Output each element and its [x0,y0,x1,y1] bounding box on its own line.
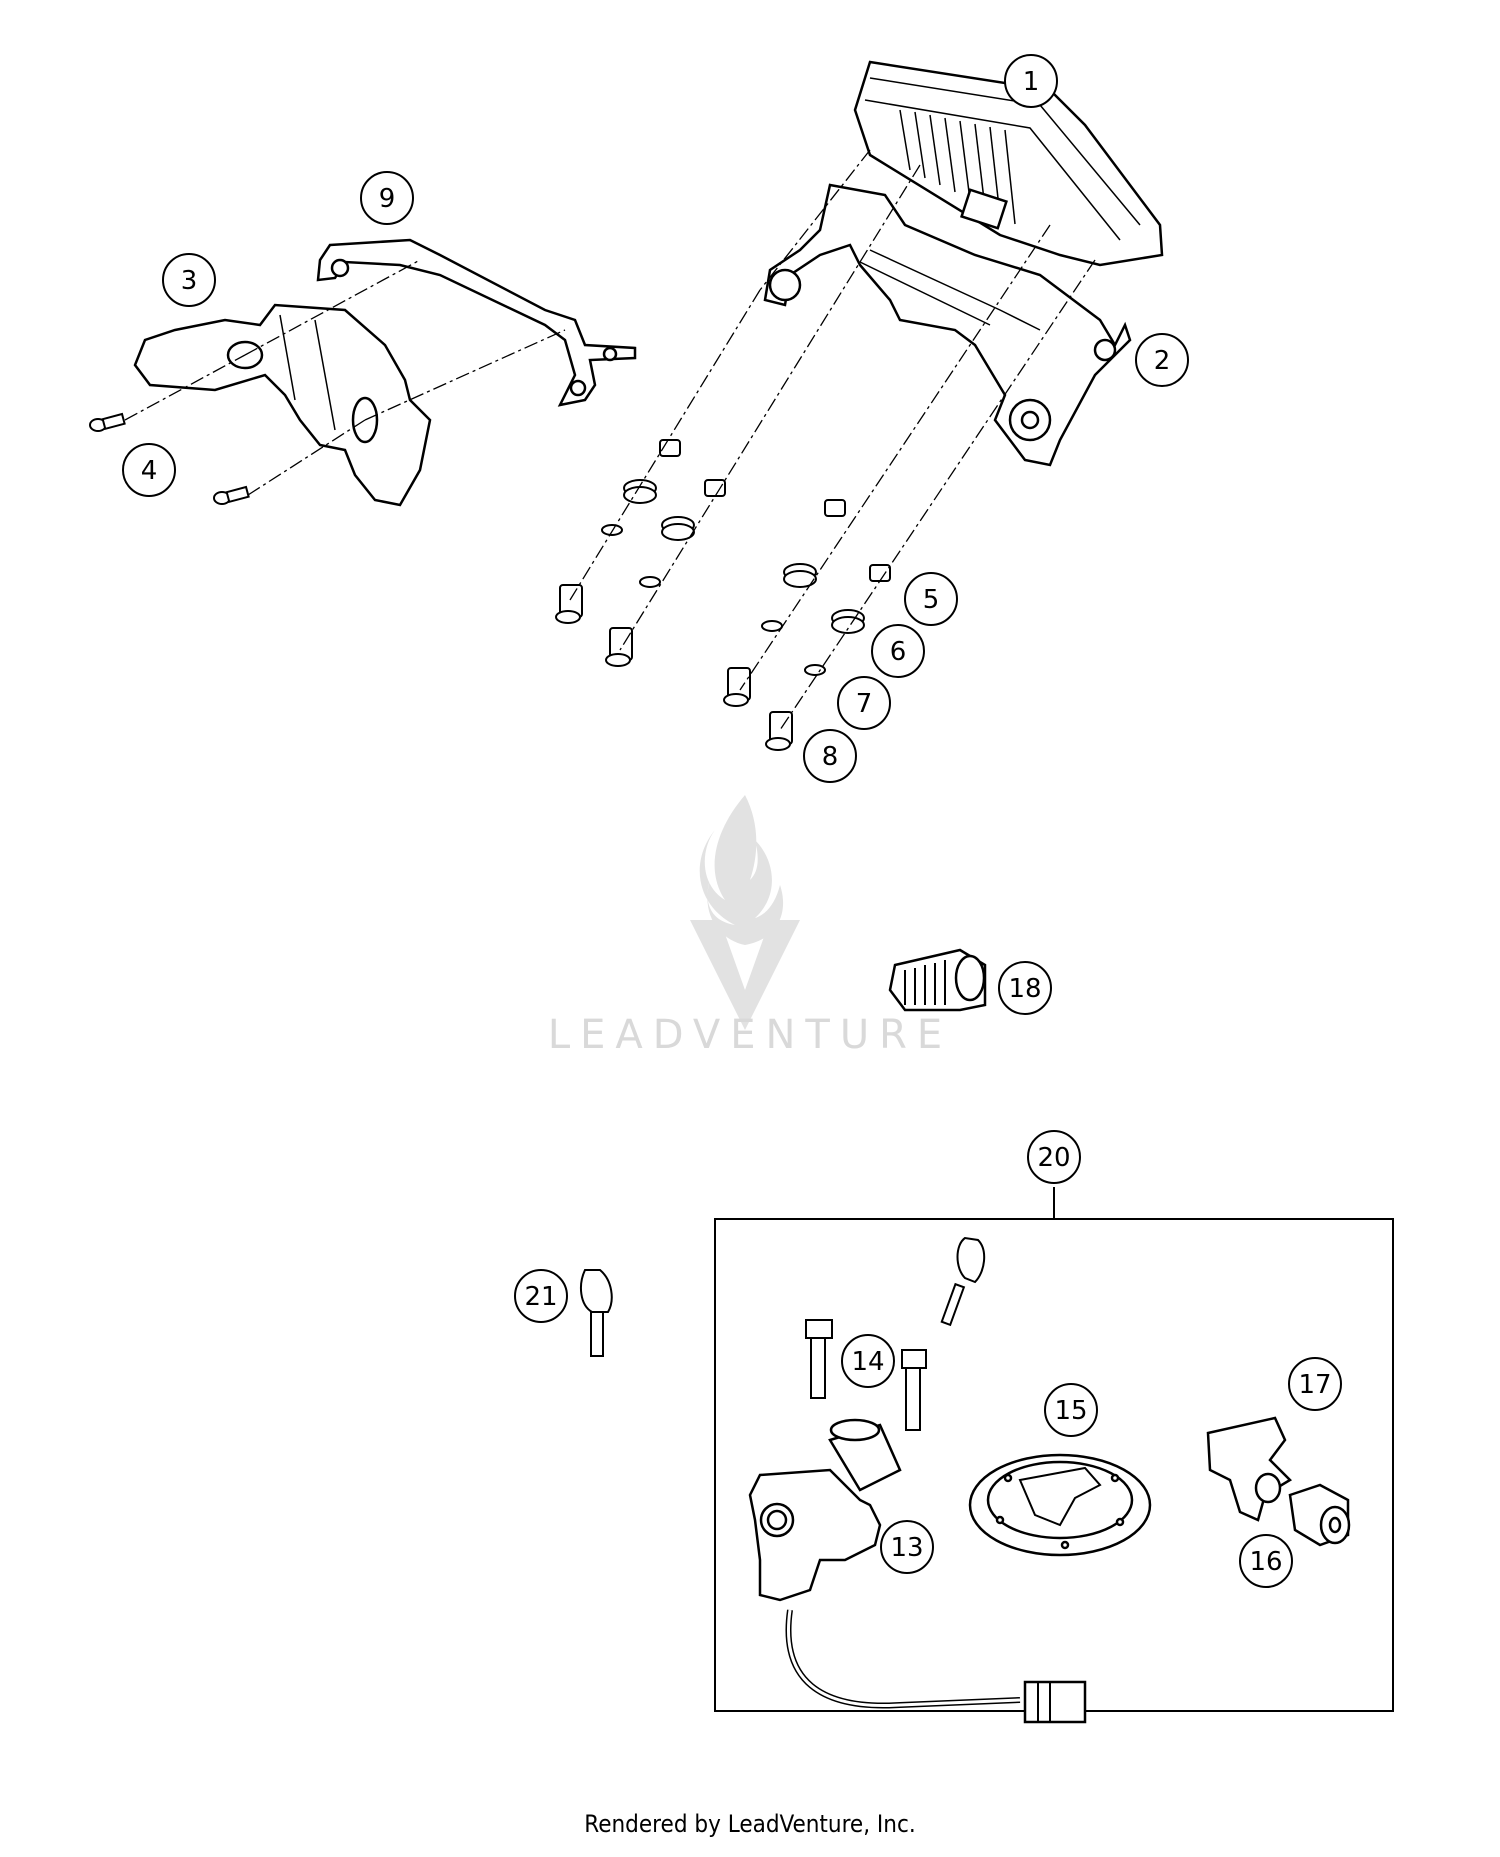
fuel-cap [968,1453,1152,1557]
watermark-flame-icon [699,795,784,945]
watermark-text: LEADVENTURE [548,1012,952,1058]
spare-key [579,1269,613,1357]
callout-6: 6 [871,624,925,678]
callout-4: 4 [122,443,176,497]
callout-20: 20 [1027,1130,1081,1184]
callout-1: 1 [1004,54,1058,108]
callout-8: 8 [803,729,857,783]
callout-9: 9 [360,171,414,225]
bolt-set [89,412,250,505]
svg-text:15: 15 [1054,1396,1087,1426]
callouts: 1 2 3 4 5 6 7 8 [122,54,1342,1588]
grommet-stack [555,439,891,751]
svg-text:3: 3 [181,266,198,296]
svg-text:5: 5 [923,585,940,615]
callout-16: 16 [1239,1534,1293,1588]
callout-2: 2 [1135,333,1189,387]
cap-clip [1206,1416,1293,1522]
callout-3: 3 [162,253,216,307]
callout-21: 21 [514,1269,568,1323]
svg-text:18: 18 [1008,974,1041,1004]
key-in-kit [940,1236,986,1327]
callout-14: 14 [841,1334,895,1388]
svg-text:21: 21 [524,1282,557,1312]
dashboard-bracket [763,183,1132,467]
callout-7: 7 [837,676,891,730]
dashboard-instrument [853,60,1164,267]
svg-text:13: 13 [890,1533,923,1563]
svg-text:4: 4 [141,456,158,486]
callout-18: 18 [998,961,1052,1015]
svg-text:9: 9 [379,184,396,214]
svg-text:7: 7 [856,689,873,719]
lock-cylinder [1288,1483,1351,1547]
callout-15: 15 [1044,1383,1098,1437]
callout-5: 5 [904,572,958,626]
svg-text:1: 1 [1023,67,1040,97]
mounting-strap [316,238,637,407]
ignition-lock [748,1418,1087,1724]
cover-panel [133,303,432,507]
svg-text:17: 17 [1298,1370,1331,1400]
svg-text:20: 20 [1037,1143,1070,1173]
svg-text:8: 8 [822,742,839,772]
svg-text:14: 14 [851,1347,884,1377]
callout-17: 17 [1288,1357,1342,1411]
ignition-bolts [805,1319,927,1431]
connector-plug [888,948,987,1012]
callout-13: 13 [880,1520,934,1574]
svg-text:2: 2 [1154,346,1171,376]
watermark: LEADVENTURE [548,795,952,1058]
watermark-v-icon [690,920,800,1030]
assembly-lines [124,149,1096,731]
svg-text:6: 6 [890,637,907,667]
footer-credit: Rendered by LeadVenture, Inc. [584,1810,916,1838]
svg-text:16: 16 [1249,1547,1282,1577]
